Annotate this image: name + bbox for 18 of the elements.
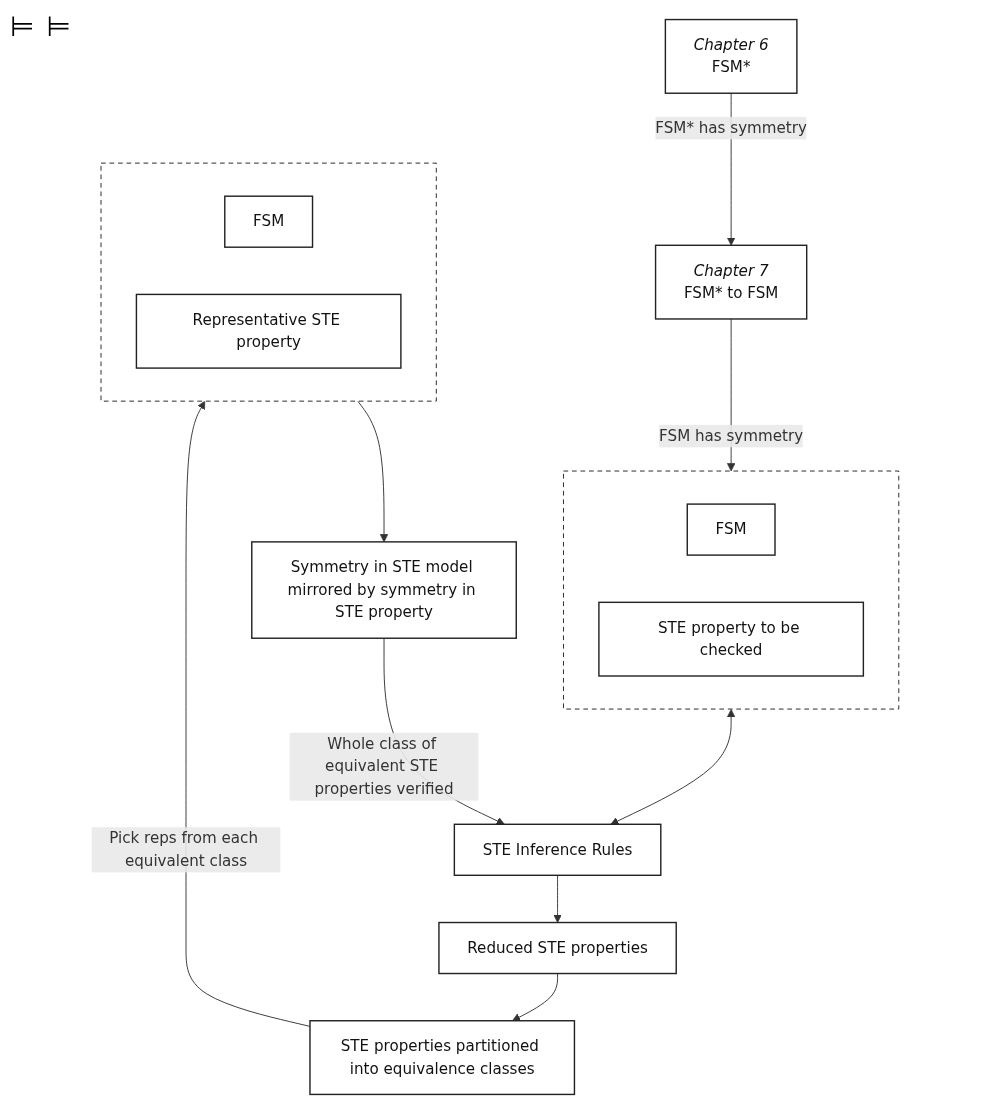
node-box: Representative STE property bbox=[135, 293, 402, 369]
node-box: STE properties partitioned into equivalence classes bbox=[309, 1020, 575, 1096]
cluster bbox=[100, 162, 437, 402]
node-box: Chapter 7 FSM* to FSM bbox=[654, 244, 808, 320]
node-box: STE Inference Rules bbox=[453, 823, 662, 876]
node-box: FSM bbox=[223, 195, 314, 248]
node-box: FSM bbox=[686, 503, 776, 556]
node-box: Chapter 6 FSM* bbox=[664, 18, 798, 94]
edge-label: FSM* has symmetry bbox=[655, 118, 807, 137]
node-box: Symmetry in STE model mirrored by symmetry in STE property bbox=[250, 541, 517, 639]
entails-symbol: ⊨ bbox=[46, 10, 71, 43]
node-box: STE property to be checked bbox=[598, 601, 864, 677]
entails-symbol: ⊨ bbox=[10, 10, 35, 43]
edge-label: Pick reps from each equivalent class bbox=[109, 829, 258, 870]
edge-label: Whole class of equivalent STE properties verified bbox=[314, 734, 454, 798]
edge-label: FSM has symmetry bbox=[658, 426, 803, 445]
cluster bbox=[562, 470, 900, 710]
node-box: Reduced STE properties bbox=[438, 921, 677, 975]
